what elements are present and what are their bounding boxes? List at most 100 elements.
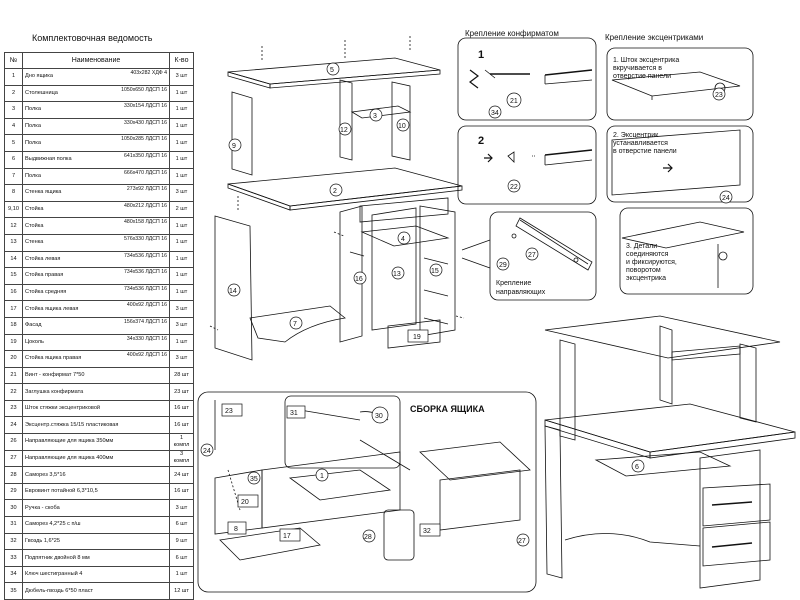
- row-name: Винт - конфирмат 7*50: [25, 371, 85, 378]
- row-name: Выдвижная полка: [25, 156, 72, 163]
- callout-34: 34: [491, 110, 499, 117]
- row-spec: 400x92 ЛДСП 16: [126, 302, 167, 309]
- row-name: Полка: [25, 106, 41, 113]
- row-name: Эксцентр.стяжка 15/15 пластиковая: [25, 421, 119, 428]
- row-name: Евровинт потайной 6,3*10,5: [25, 488, 98, 495]
- row-name: Дюбель-гвоздь 6*50 пласт: [25, 587, 94, 594]
- callout-19: 19: [413, 334, 421, 341]
- row-name: Заглушка конфирмата: [25, 388, 84, 395]
- row-name: Столешница: [25, 89, 58, 96]
- row-name-cell: Дюбель-гвоздь 6*50 пласт: [22, 582, 170, 600]
- row-name: Полка: [25, 172, 41, 179]
- eccentric-section: [606, 47, 754, 295]
- guides-label-line-1: Крепление: [496, 280, 531, 287]
- drawer-callout-32: 32: [423, 528, 431, 535]
- row-spec: 156x374 ЛДСП 16: [124, 318, 167, 325]
- confirmat-callouts: [488, 92, 539, 271]
- row-name: Полка: [25, 123, 41, 130]
- row-spec: 273x92 ЛДСП 16: [126, 186, 167, 193]
- callout-14: 14: [229, 288, 237, 295]
- row-spec: 1050x650 ЛДСП 16: [121, 86, 167, 93]
- row-qty: 2 шт: [169, 200, 194, 219]
- callout-3: 3: [373, 113, 377, 120]
- row-name: Стойка: [25, 206, 44, 213]
- assembled-desk-callouts: [631, 459, 645, 473]
- row-qty: 1 шт: [169, 217, 194, 235]
- drawer-callout-20: 20: [241, 499, 249, 506]
- row-spec: 34x330 ЛДСП 16: [126, 335, 167, 342]
- row-spec: 400x92 ЛДСП 16: [126, 352, 167, 359]
- row-spec: 480x212 ЛДСП 16: [124, 202, 167, 209]
- ecc-step1-line-3: отверстие панели: [613, 73, 671, 80]
- exploded-view-callouts: [227, 62, 443, 343]
- callout-22: 22: [510, 184, 518, 191]
- assembled-desk-labels: 6: [635, 464, 639, 471]
- row-spec: 330x430 ЛДСП 16: [124, 119, 167, 126]
- drawer-assembly-labels: СБОРКА ЯЩИКА 23 24 31 30 1 35 20 8 17 28…: [203, 404, 526, 545]
- ecc-step2-line-2: устанавливается: [613, 140, 668, 147]
- callout-16: 16: [355, 276, 363, 283]
- callout-6: 6: [635, 464, 639, 471]
- row-name: Стенка ящика: [25, 189, 62, 196]
- ecc-step3-line-4: поворотом: [626, 267, 661, 274]
- row-spec: 480x158 ЛДСП 16: [124, 219, 167, 226]
- ecc-step3-line-5: эксцентрика: [626, 275, 666, 282]
- eccentric-callouts: [712, 87, 733, 204]
- row-spec: 403x282 ХДФ 4: [130, 70, 167, 76]
- spec-table-header: № Наименование К-во: [4, 52, 194, 69]
- assembled-desk-drawing: [544, 315, 796, 589]
- row-spec: 1050x285 ЛДСП 16: [121, 136, 167, 143]
- eccentric-title: Крепление эксцентриками: [605, 33, 703, 42]
- row-spec: 641x350 ЛДСП 16: [124, 152, 167, 159]
- row-number: 35: [4, 582, 23, 600]
- eccentric-labels: Крепление эксцентриками 1. Шток эксцентр…: [605, 33, 730, 282]
- confirmat-labels: Крепление конфирматом 1 2 21 34 22 27 29…: [465, 29, 559, 296]
- callout-15: 15: [431, 268, 439, 275]
- callout-10: 10: [398, 123, 406, 130]
- callout-2: 2: [333, 188, 337, 195]
- drawer-callout-1: 1: [320, 473, 324, 480]
- exploded-view-drawing: [209, 36, 465, 361]
- callout-4: 4: [401, 236, 405, 243]
- row-qty: 1 шт: [169, 167, 194, 186]
- drawer-callout-31: 31: [290, 410, 298, 417]
- row-name: Стойка левая: [25, 255, 61, 262]
- drawer-callout-17: 17: [283, 533, 291, 540]
- callout-5: 5: [330, 67, 334, 74]
- ecc-step1-line-1: 1. Шток эксцентрика: [613, 57, 679, 64]
- guides-label-line-2: направляющих: [496, 289, 546, 296]
- confirmat-title: Крепление конфирматом: [465, 29, 559, 38]
- confirmat-step-1: 1: [478, 49, 484, 61]
- callout-12: 12: [340, 127, 348, 134]
- callout-7: 7: [293, 321, 297, 328]
- row-name: Гвоздь 1,6*25: [25, 537, 61, 544]
- row-spec: 576x330 ЛДСП 16: [124, 235, 167, 242]
- row-spec: 734x536 ЛДСП 16: [124, 269, 167, 276]
- row-spec: 330x154 ЛДСП 16: [124, 103, 167, 110]
- row-qty: 23 шт: [169, 383, 194, 401]
- row-name: Направляющие для ящика 350мм: [25, 438, 114, 445]
- row-name-cell: Подпятник двойной 8 мм: [22, 549, 170, 567]
- row-spec: 666x470 ЛДСП 16: [124, 169, 167, 176]
- row-name: Шток стяжки эксцентриковой: [25, 405, 101, 412]
- drawer-callout-27: 27: [518, 538, 526, 545]
- drawer-callout-23: 23: [225, 408, 233, 415]
